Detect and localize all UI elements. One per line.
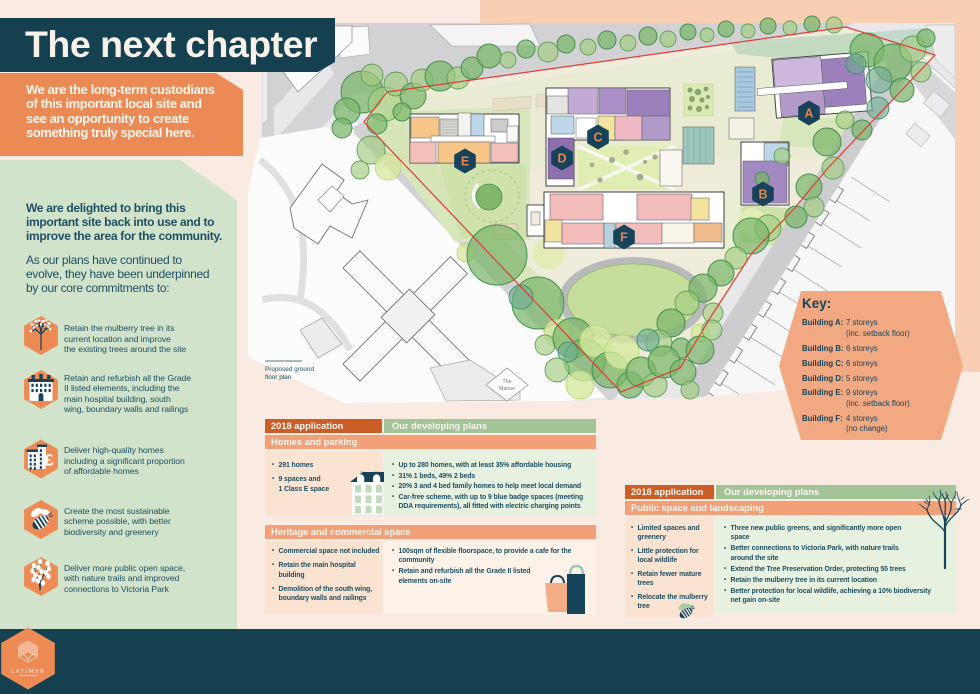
- svg-text:£: £: [44, 451, 54, 470]
- svg-text:C: C: [593, 130, 602, 144]
- svg-text:Proposed ground: Proposed ground: [265, 366, 314, 373]
- svg-text:Manse: Manse: [499, 386, 515, 392]
- svg-text:F: F: [620, 230, 628, 244]
- svg-text:floor plan: floor plan: [265, 374, 292, 381]
- svg-text:E: E: [461, 154, 469, 168]
- svg-text:D: D: [557, 151, 566, 165]
- svg-text:A: A: [804, 106, 813, 120]
- svg-text:The: The: [502, 379, 511, 385]
- svg-text:B: B: [758, 187, 767, 201]
- svg-text:LATIMER: LATIMER: [11, 669, 46, 675]
